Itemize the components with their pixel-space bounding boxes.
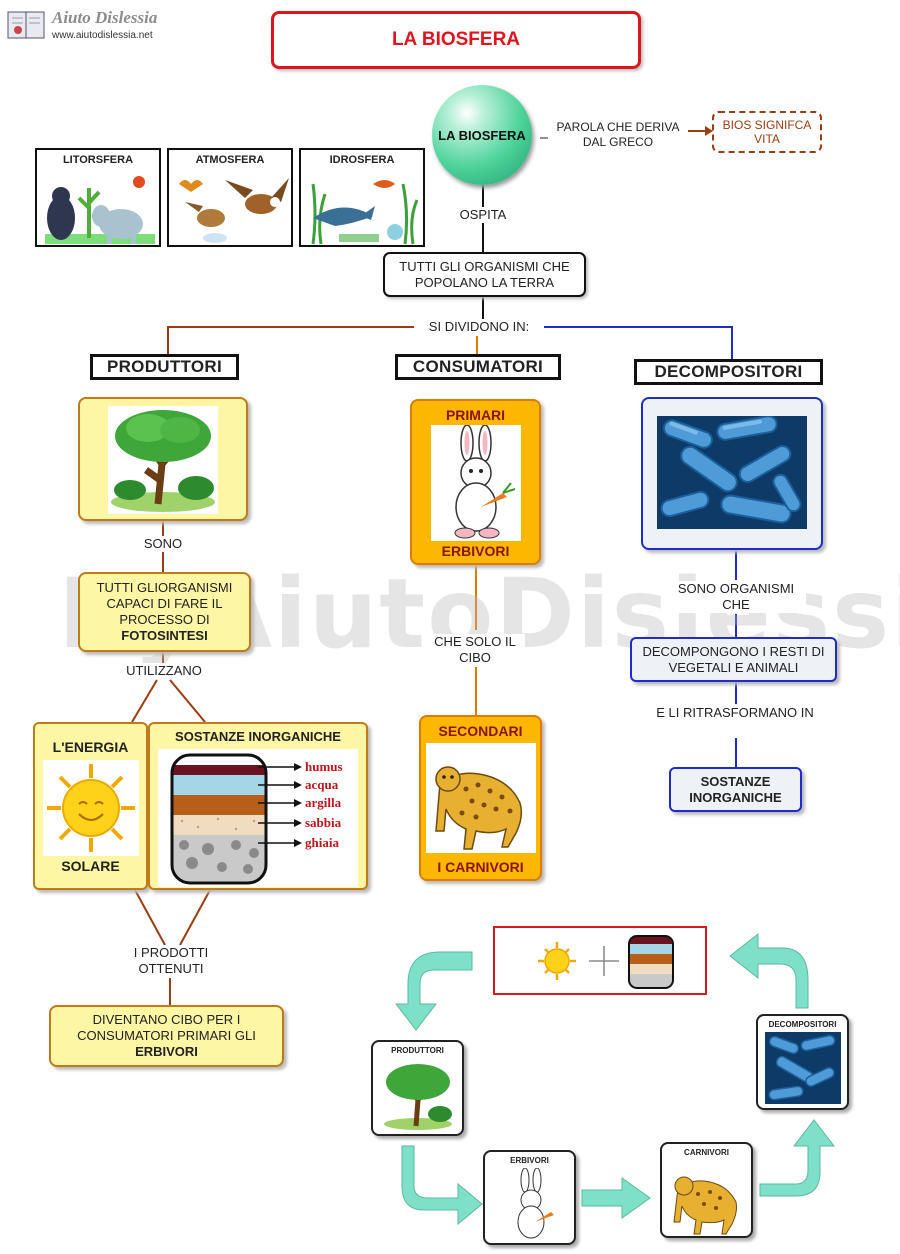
cycle-rabbit-icon [517,1168,554,1239]
cibo-desc: DIVENTANO CIBO PER I CONSUMATORI PRIMARI… [77,1012,256,1043]
sono-organismi-label: SONO ORGANISMI CHE [666,581,806,613]
sono-label: SONO [136,536,190,552]
ospita-label: OSPITA [452,207,514,223]
cycle-produttori-label: PRODUTTORI [391,1046,444,1055]
produttori-picture-card [78,397,248,521]
cycle-inputs-box [493,926,707,995]
si-dividono-label: SI DIVIDONO IN: [414,319,544,335]
organismi-box: TUTTI GLI ORGANISMI CHE POPOLANO LA TERR… [383,252,586,297]
logo[interactable]: Aiuto Dislessia www.aiutodislessia.net [6,8,176,44]
soil-layers-illustration [170,753,302,885]
consumatori-header: CONSUMATORI [395,354,561,380]
tree-illustration [108,406,218,514]
fotosintesi-word: FOTOSINTESI [121,628,208,643]
secondari-bottom-label: I CARNIVORI [437,859,524,875]
biosfera-circle: LA BIOSFERA [432,85,532,185]
consumatori-title: CONSUMATORI [412,357,544,376]
energia-top-label: L'ENERGIA [52,739,129,755]
cycle-decompositori-label: DECOMPOSITORI [768,1020,837,1029]
produttori-header: PRODUTTORI [90,354,239,380]
energia-bottom-label: SOLARE [61,858,120,874]
idrosfera-card: IDROSFERA [299,148,425,247]
cibo-box: DIVENTANO CIBO PER I CONSUMATORI PRIMARI… [49,1005,284,1067]
cycle-inputs-illustration [538,935,674,989]
litosfera-illustration [45,176,155,244]
fotosintesi-box: TUTTI GLIORGANISMI CAPACI DI FARE IL PRO… [78,572,251,652]
page-title-text: LA BIOSFERA [391,29,521,50]
cycle-erbivori: ERBIVORI [483,1150,576,1245]
soil-label-ghiaia: ghiaia [305,835,339,850]
primari-card: PRIMARI ERBIVORI [410,399,541,565]
soil-label-sabbia: sabbia [305,815,342,830]
secondari-top-label: SECONDARI [438,723,523,739]
utilizzano-label: UTILIZZANO [116,663,212,679]
primari-bottom-label: ERBIVORI [441,543,510,559]
sostanze-title: SOSTANZE INORGANICHE [175,729,341,744]
che-solo-label: CHE SOLO IL CIBO [425,634,525,666]
book-logo-icon [7,11,45,39]
soil-label-humus: humus [305,759,343,774]
decompongono-text: DECOMPONGONO I RESTI DI VEGETALI E ANIMA… [642,643,825,675]
litosfera-title: LITORSFERA [62,154,134,166]
cycle-carnivori-label: CARNIVORI [684,1148,729,1157]
soil-label-acqua: acqua [305,777,339,792]
logo-url: www.aiutodislessia.net [52,30,153,41]
cycle-carnivori: CARNIVORI [660,1142,753,1238]
organismi-text: TUTTI GLI ORGANISMI CHE POPOLANO LA TERR… [399,258,570,290]
page-title: LA BIOSFERA [271,11,641,69]
ritrasformano-label: E LI RITRASFORMANO IN [650,705,820,721]
atmosfera-card: ATMOSFERA [167,148,293,247]
cibo-erbivori: ERBIVORI [135,1044,198,1059]
sostanze-box: SOSTANZE INORGANICHE [669,767,802,812]
soil-diagram-panel: humus acqua argilla sabbia ghiaia [158,749,358,887]
bios-text: BIOS SIGNIFCA VITA [722,118,812,146]
cycle-bacteria-icon [765,1032,841,1104]
idrosfera-title: IDROSFERA [329,154,395,166]
logo-title: Aiuto Dislessia [52,8,158,27]
litosfera-card: LITORSFERA [35,148,161,247]
soil-label-argilla: argilla [305,795,342,810]
secondari-card: SECONDARI I CARNIVORI [419,715,542,881]
cycle-produttori: PRODUTTORI [371,1040,464,1136]
sostanze-text: SOSTANZE INORGANICHE [689,773,782,805]
produttori-title: PRODUTTORI [106,357,223,376]
rabbit-illustration [431,425,521,541]
bios-box: BIOS SIGNIFCA VITA [712,111,822,153]
energia-solare-card: L'ENERGIA SOLARE [33,722,148,890]
idrosfera-illustration [311,180,419,245]
leopard-illustration [426,743,536,853]
biosfera-circle-label: LA BIOSFERA [438,127,526,143]
bacteria-illustration [657,416,807,529]
sostanze-inorganiche-card: SOSTANZE INORGANICHE [148,722,368,890]
decompositori-title: DECOMPOSITORI [654,362,803,381]
sun-illustration [43,760,139,856]
cycle-tree-icon [384,1064,452,1130]
decompongono-box: DECOMPONGONO I RESTI DI VEGETALI E ANIMA… [630,637,837,682]
primari-top-label: PRIMARI [445,407,506,423]
cycle-leopard-icon [673,1176,737,1235]
atmosfera-title: ATMOSFERA [195,154,265,166]
decompositori-header: DECOMPOSITORI [634,359,823,385]
bacteria-card [641,397,823,550]
cycle-erbivori-label: ERBIVORI [510,1156,549,1165]
cycle-decompositori: DECOMPOSITORI [756,1014,849,1110]
fotosintesi-desc: TUTTI GLIORGANISMI CAPACI DI FARE IL PRO… [96,580,233,627]
prodotti-label: I PRODOTTI OTTENUTI [122,945,220,977]
atmosfera-illustration [179,178,289,243]
parola-label: PAROLA CHE DERIVA DAL GRECO [556,120,680,149]
